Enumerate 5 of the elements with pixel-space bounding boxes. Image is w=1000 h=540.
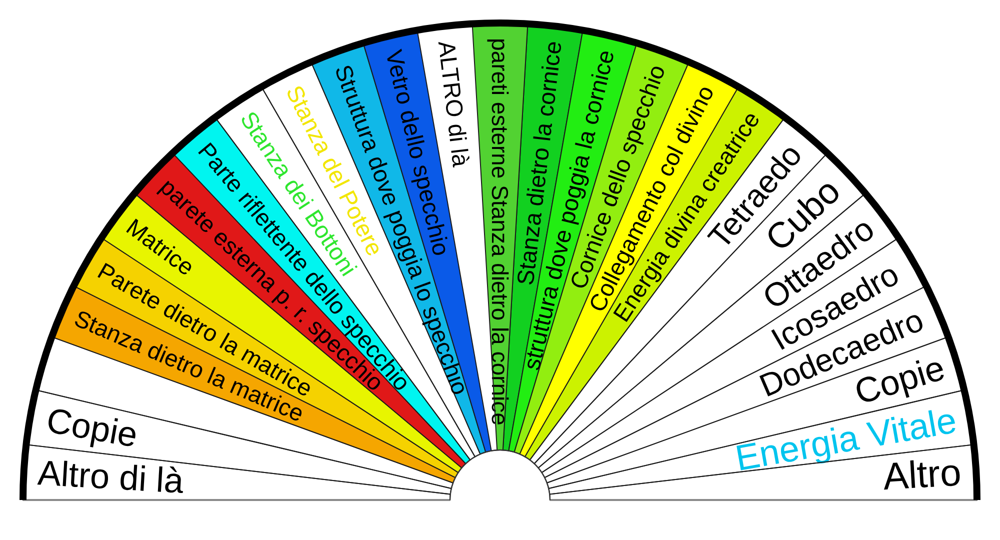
- sector-label: Altro: [882, 452, 962, 499]
- sector-label: Copie: [44, 400, 140, 456]
- sector-label: ALTRO di là: [433, 40, 474, 168]
- sector-label: pareti esterne Stanza dietro la cornice: [487, 38, 513, 426]
- sector-label: Altro di là: [36, 454, 185, 502]
